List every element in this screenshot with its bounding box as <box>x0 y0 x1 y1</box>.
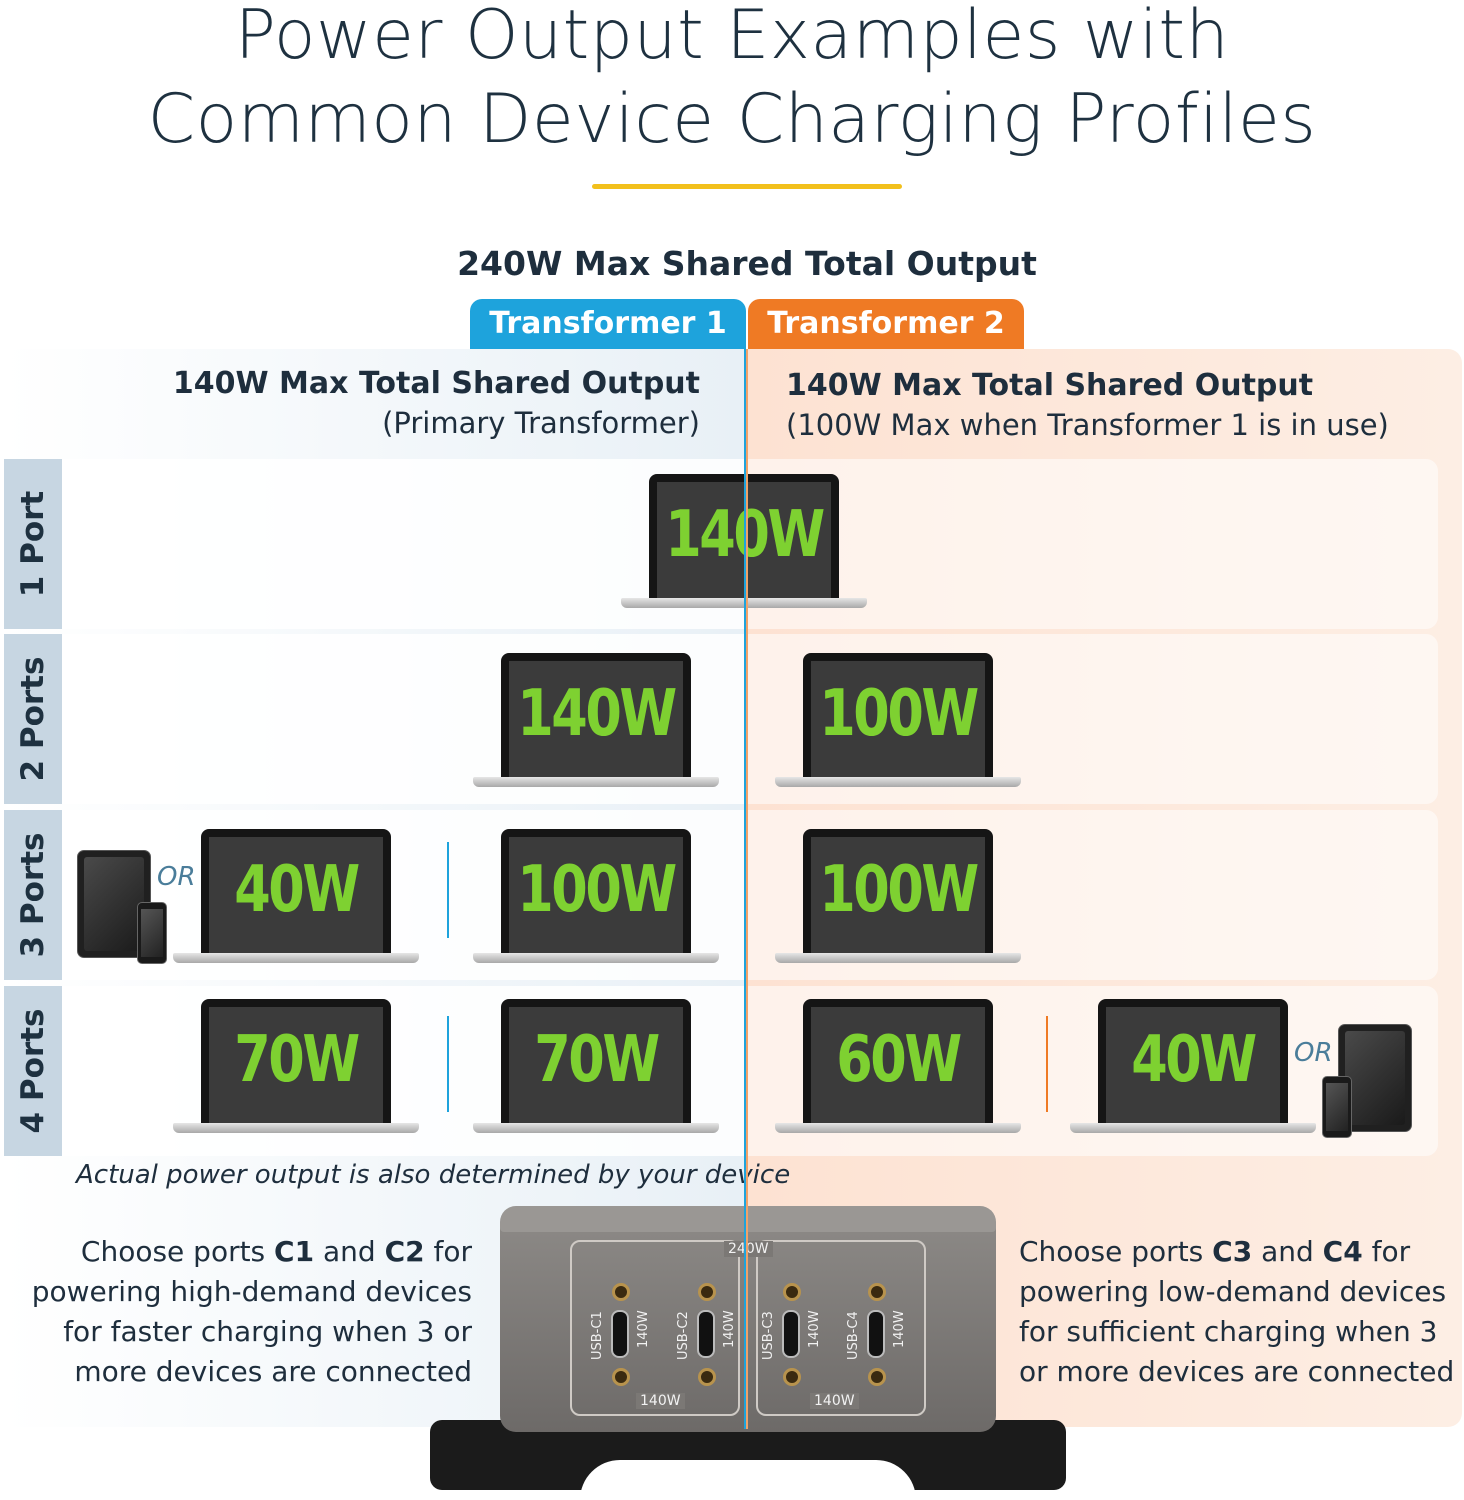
port-rating-label: 140W <box>892 1310 907 1348</box>
tab-transformer-1: Transformer 1 <box>470 299 746 349</box>
row-label: 3 Ports <box>4 810 62 980</box>
phone-icon <box>1322 1076 1352 1138</box>
laptop-icon: 40W <box>173 829 419 965</box>
page-title-line-2: Common Device Charging Profiles <box>147 80 1317 159</box>
port-group-plate-2 <box>756 1240 926 1416</box>
usb-c3-port <box>782 1310 800 1358</box>
screw-icon <box>783 1283 801 1301</box>
port-group-label-1: 140W <box>636 1393 685 1409</box>
screw-icon <box>612 1368 630 1386</box>
laptop-wattage: 40W <box>1131 1023 1257 1097</box>
port-separator <box>447 1016 449 1112</box>
port-group-label-2: 140W <box>810 1393 859 1409</box>
desc-text: Choose ports <box>80 1235 275 1268</box>
desc-text: powering low-demand devices <box>1019 1275 1447 1308</box>
laptop-icon: 100W <box>473 829 719 965</box>
desc-text: for faster charging when 3 or <box>63 1315 472 1348</box>
desc-text: and <box>1252 1235 1323 1268</box>
transformer-2-subheading: (100W Max when Transformer 1 is in use) <box>786 408 1389 442</box>
screw-icon <box>868 1368 886 1386</box>
usb-c2-port <box>697 1310 715 1358</box>
laptop-wattage: 140W <box>517 677 677 751</box>
port-c4-label: C4 <box>1322 1235 1363 1268</box>
row-1-port: 1 Port 140W <box>4 459 1438 629</box>
tab-transformer-2: Transformer 2 <box>748 299 1024 349</box>
charger-total-label: 240W <box>724 1241 773 1257</box>
laptop-wattage: 100W <box>517 853 677 927</box>
charger-mount-cutout <box>580 1460 916 1500</box>
power-note: Actual power output is also determined b… <box>76 1160 791 1190</box>
desc-text: more devices are connected <box>74 1355 472 1388</box>
desc-text: Choose ports <box>1019 1235 1213 1268</box>
screw-icon <box>698 1283 716 1301</box>
port-name-label: USB-C3 <box>761 1311 776 1360</box>
right-port-description: Choose ports C3 and C4 for powering low-… <box>1019 1232 1454 1392</box>
port-name-label: USB-C1 <box>590 1311 605 1360</box>
laptop-icon: 140W <box>473 653 719 789</box>
desc-text: for <box>424 1235 472 1268</box>
desc-text: for sufficient charging when 3 <box>1019 1315 1438 1348</box>
screw-icon <box>698 1368 716 1386</box>
port-rating-label: 140W <box>807 1310 822 1348</box>
port-c1-label: C1 <box>274 1235 315 1268</box>
laptop-wattage: 60W <box>836 1023 962 1097</box>
tablet-icon <box>77 850 151 958</box>
laptop-icon: 100W <box>775 653 1021 789</box>
or-label: OR <box>1294 1038 1333 1068</box>
or-label: OR <box>157 862 196 892</box>
port-rating-label: 140W <box>722 1310 737 1348</box>
laptop-icon: 100W <box>775 829 1021 965</box>
screw-icon <box>612 1283 630 1301</box>
usb-c4-port <box>867 1310 885 1358</box>
laptop-wattage: 40W <box>234 853 360 927</box>
transformer-divider-accent <box>746 349 748 1429</box>
laptop-wattage: 70W <box>234 1023 360 1097</box>
transformer-1-subheading: (Primary Transformer) <box>382 406 700 440</box>
row-2-ports: 2 Ports 140W 100W <box>4 634 1438 804</box>
title-underline <box>592 184 902 189</box>
row-label-text: 2 Ports <box>15 656 51 782</box>
transformer-1-heading: 140W Max Total Shared Output <box>172 366 700 401</box>
desc-text: or more devices are connected <box>1019 1355 1455 1388</box>
row-label-text: 1 Port <box>15 490 51 598</box>
laptop-wattage: 70W <box>534 1023 660 1097</box>
port-c2-label: C2 <box>384 1235 425 1268</box>
phone-icon <box>137 902 167 964</box>
total-output-heading: 240W Max Shared Total Output <box>457 244 1037 283</box>
desc-text: for <box>1362 1235 1411 1268</box>
row-4-ports: 4 Ports 70W 70W 60W 40W OR <box>4 986 1438 1156</box>
row-label-text: 4 Ports <box>15 1008 51 1134</box>
transformer-divider <box>744 349 746 1429</box>
port-name-label: USB-C2 <box>676 1311 691 1360</box>
screw-icon <box>868 1283 886 1301</box>
laptop-icon: 60W <box>775 999 1021 1135</box>
screw-icon <box>783 1368 801 1386</box>
laptop-wattage: 100W <box>819 853 979 927</box>
port-group-plate-1 <box>570 1240 740 1416</box>
port-c3-label: C3 <box>1212 1235 1253 1268</box>
port-rating-label: 140W <box>636 1310 651 1348</box>
port-name-label: USB-C4 <box>846 1311 861 1360</box>
row-3-ports: 3 Ports OR 40W 100W 100W <box>4 810 1438 980</box>
laptop-icon: 70W <box>473 999 719 1135</box>
desc-text: and <box>314 1235 385 1268</box>
usb-c1-port <box>611 1310 629 1358</box>
port-separator <box>1046 1016 1048 1112</box>
laptop-icon: 40W <box>1070 999 1316 1135</box>
laptop-wattage: 100W <box>819 677 979 751</box>
desc-text: powering high-demand devices <box>31 1275 472 1308</box>
transformer-2-heading: 140W Max Total Shared Output <box>786 368 1314 403</box>
laptop-icon: 70W <box>173 999 419 1135</box>
charger-top <box>500 1206 996 1232</box>
port-separator <box>447 842 449 938</box>
page-title-line-1: Power Output Examples with <box>234 0 1230 75</box>
row-label: 2 Ports <box>4 634 62 804</box>
row-label: 4 Ports <box>4 986 62 1156</box>
row-label: 1 Port <box>4 459 62 629</box>
left-port-description: Choose ports C1 and C2 for powering high… <box>32 1232 472 1392</box>
row-label-text: 3 Ports <box>15 832 51 958</box>
